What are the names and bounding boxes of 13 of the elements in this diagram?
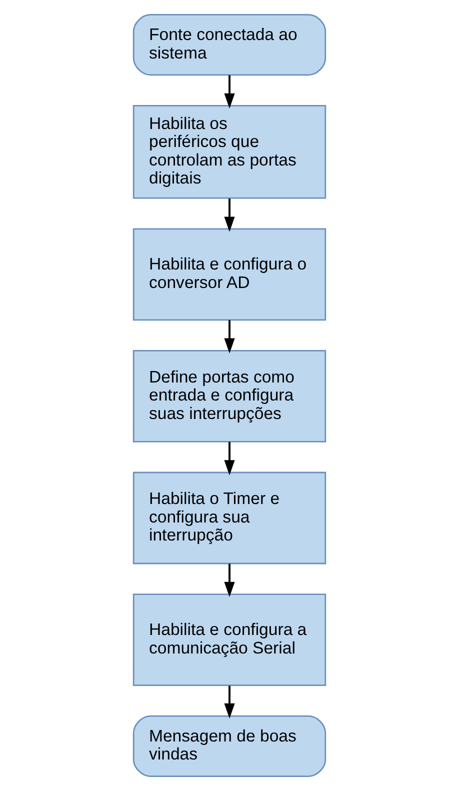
arrow — [224, 686, 234, 719]
arrow — [224, 564, 234, 598]
arrow — [224, 320, 234, 354]
node-box: Fonte conectada ao sistema — [132, 14, 326, 76]
node-box: Mensagem de boas vindas — [132, 715, 326, 777]
node-box: Habilita os periféricos que controlam as portas digitais — [132, 105, 326, 199]
node-box: Habilita e configura a comunicação Serial — [132, 594, 326, 686]
arrow — [224, 442, 234, 476]
arrow — [224, 198, 234, 232]
node-box: Habilita e configura o conversor AD — [132, 228, 326, 321]
node-box: Define portas como entrada e configura suas interrupções — [132, 350, 326, 442]
node-box: Habilita o Timer e configura sua interrupção — [132, 472, 326, 564]
arrow — [224, 75, 234, 109]
